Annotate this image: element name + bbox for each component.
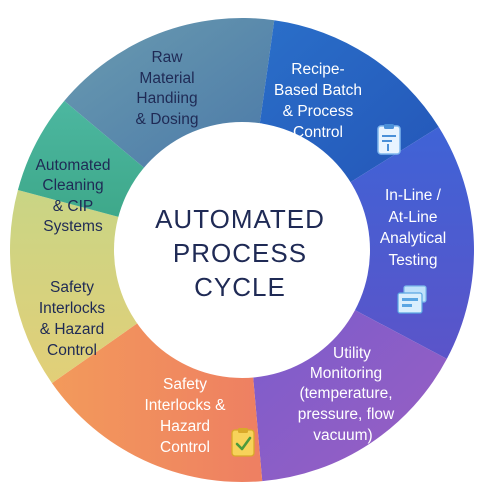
- monitor-stack-icon: [397, 285, 427, 314]
- segment-label-line: Automated: [36, 157, 111, 174]
- center-title-line-2: PROCESS: [173, 238, 307, 268]
- segment-label-line: & Hazard: [40, 321, 105, 338]
- segment-label-line: Material: [139, 70, 194, 87]
- ring-segment-safety-yellow: [9, 189, 141, 384]
- segment-label-utility-monitoring: Utility Monitoring (temperature, pressur…: [298, 345, 395, 444]
- center-title-line-3: CYCLE: [194, 272, 286, 302]
- ring-segment-raw-material: [64, 18, 275, 171]
- ring-segment-utility-monitoring: [252, 308, 447, 482]
- segment-label-line: & Process: [283, 103, 354, 120]
- segment-label-safety-yellow: Safety Interlocks & Hazard Control: [39, 279, 106, 359]
- segment-label-line: Safety: [163, 376, 207, 393]
- segment-label-line: Utility: [333, 345, 371, 362]
- center-title: AUTOMATED PROCESS CYCLE: [155, 204, 325, 302]
- clipboard-icon: [377, 124, 401, 155]
- segment-label-raw-material: Raw Material Handiing & Dosing: [136, 49, 199, 128]
- segment-label-line: Control: [160, 439, 210, 456]
- segment-label-line: pressure, flow: [298, 406, 395, 423]
- segment-label-line: Interlocks &: [145, 397, 227, 414]
- ring-segment-safety-orange: [51, 321, 263, 482]
- checklist-icon: [231, 428, 255, 457]
- segment-label-line: At-Line: [388, 209, 437, 226]
- segment-label-recipe-batch: Recipe- Based Batch & Process Control: [274, 61, 362, 141]
- segment-label-line: & Dosing: [136, 111, 199, 128]
- segment-label-line: Monitoring: [310, 365, 382, 382]
- center-circle: [114, 122, 370, 378]
- segment-label-line: Interlocks: [39, 300, 106, 317]
- center-title-line-1: AUTOMATED: [155, 204, 325, 234]
- segment-label-line: Hazard: [160, 418, 210, 435]
- segment-label-line: Based Batch: [274, 82, 362, 99]
- segment-label-line: Handiing: [136, 90, 197, 107]
- segment-label-line: In-Line /: [385, 187, 442, 204]
- ring-segment-cip: [17, 100, 148, 218]
- segment-label-line: & CIP: [53, 198, 93, 215]
- ring-segment-inline-testing: [347, 127, 474, 359]
- segment-label-line: Safety: [50, 279, 94, 296]
- segment-label-line: Control: [293, 124, 343, 141]
- segment-label-cip: Automated Cleaning & CIP Systems: [36, 157, 111, 235]
- segment-label-inline-testing: In-Line / At-Line Analytical Testing: [380, 187, 446, 269]
- segment-label-line: Testing: [388, 252, 437, 269]
- segment-label-line: (temperature,: [299, 385, 392, 402]
- segment-label-line: vacuum): [313, 427, 372, 444]
- segment-label-line: Cleaning: [42, 177, 103, 194]
- segment-label-line: Systems: [43, 218, 103, 235]
- segment-label-line: Control: [47, 342, 97, 359]
- segment-label-line: Raw: [151, 49, 183, 66]
- segment-label-line: Recipe-: [291, 61, 344, 78]
- segment-label-line: Analytical: [380, 230, 446, 247]
- segment-label-safety-orange: Safety Interlocks & Hazard Control: [145, 376, 227, 456]
